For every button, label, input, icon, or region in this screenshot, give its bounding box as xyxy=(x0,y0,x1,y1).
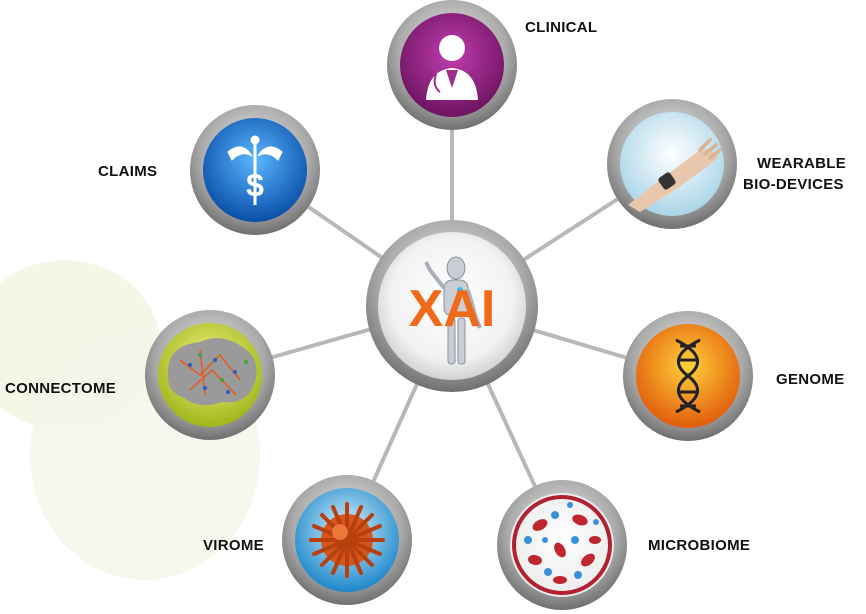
node-clinical[interactable] xyxy=(387,0,517,130)
label-genome: GENOME xyxy=(776,371,845,388)
node-microbiome[interactable] xyxy=(497,480,627,610)
caduceus-dollar-icon: $ xyxy=(227,135,283,205)
svg-text:$: $ xyxy=(246,167,264,203)
virus-icon xyxy=(309,502,385,578)
node-wearable[interactable] xyxy=(607,99,737,229)
label-clinical: CLINICAL xyxy=(525,19,598,36)
node-virome[interactable] xyxy=(282,475,412,605)
center-title: XAI xyxy=(409,280,496,338)
brain-icon xyxy=(167,338,257,406)
dna-icon xyxy=(675,338,701,414)
label-connectome: CONNECTOME xyxy=(5,380,117,397)
label-wearable-line2: BIO-DEVICES xyxy=(743,176,844,193)
robot-icon xyxy=(424,256,482,365)
label-claims: CLAIMS xyxy=(98,163,158,180)
label-virome: VIROME xyxy=(203,537,264,554)
center-node: XAI xyxy=(366,220,538,392)
node-claims[interactable]: $ xyxy=(190,105,320,235)
smartwatch-hand-icon xyxy=(628,138,722,212)
node-genome[interactable] xyxy=(623,311,753,441)
label-wearable-line1: WEARABLE xyxy=(757,155,847,172)
label-wearable: WEARABLE BIO-DEVICES xyxy=(743,153,858,195)
label-microbiome: MICROBIOME xyxy=(648,537,751,554)
doctor-icon xyxy=(426,35,478,100)
node-connectome[interactable] xyxy=(145,310,275,440)
petri-dish-icon xyxy=(512,495,612,595)
